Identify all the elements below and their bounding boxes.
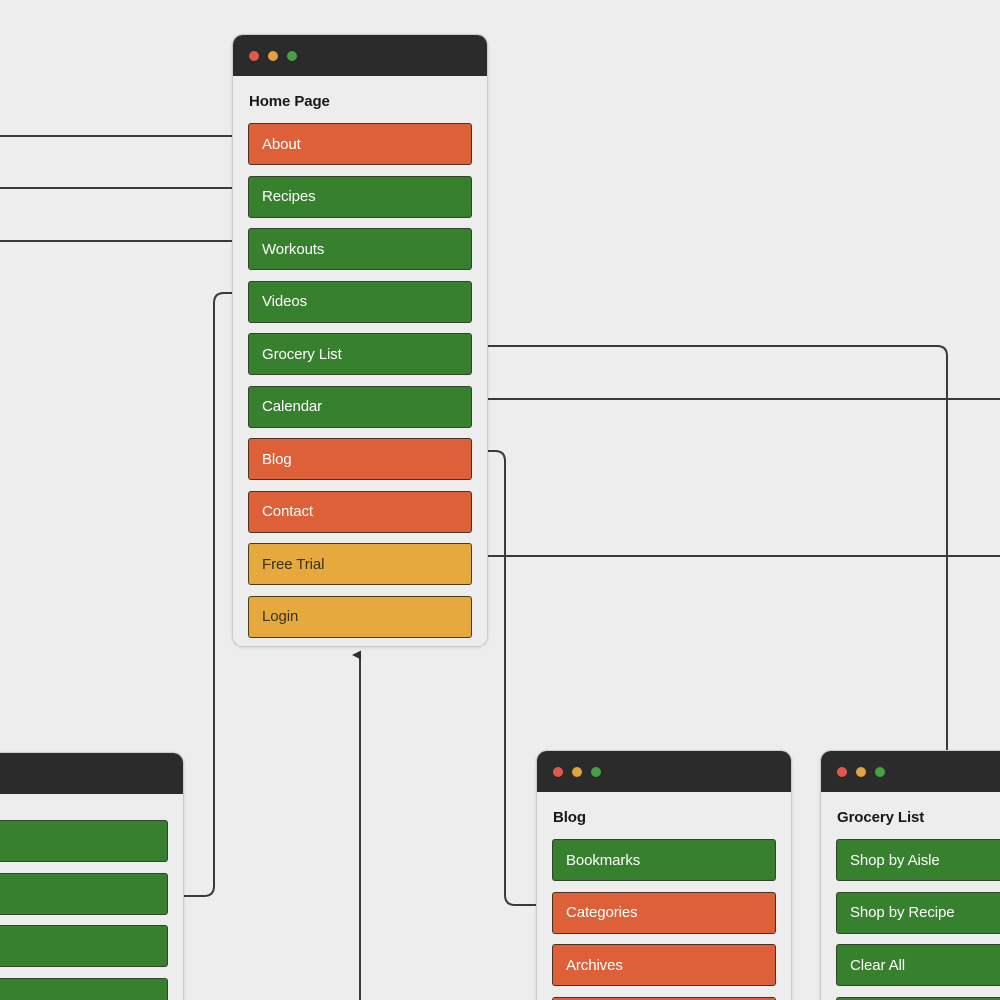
nav-row-label: Archives bbox=[566, 956, 623, 974]
nav-row-label: Bookmarks bbox=[566, 851, 641, 869]
maximize-dot-icon[interactable] bbox=[875, 766, 885, 777]
nav-row-label: Workouts bbox=[262, 240, 325, 258]
nav-row-watch-videos[interactable]: Watch Videos bbox=[0, 925, 168, 967]
nav-row-workouts[interactable]: Workouts bbox=[248, 228, 472, 270]
close-dot-icon[interactable] bbox=[837, 766, 847, 777]
window-videos[interactable]: FavoritesCategoriesWatch Videos bbox=[0, 752, 184, 1000]
maximize-dot-icon[interactable] bbox=[591, 766, 601, 777]
titlebar-blog[interactable] bbox=[537, 751, 791, 792]
nav-row-recipes[interactable]: Recipes bbox=[248, 175, 472, 218]
nav-row-label: Contact bbox=[262, 503, 313, 520]
nav-row-item-3[interactable] bbox=[0, 977, 168, 1000]
maximize-dot-icon[interactable] bbox=[287, 50, 297, 61]
nav-row-categories[interactable]: Categories bbox=[0, 872, 168, 915]
nav-row-calendar[interactable]: Calendar bbox=[248, 385, 472, 428]
nav-row-clear-all[interactable]: Clear All bbox=[836, 944, 1000, 986]
nav-row-login[interactable]: Login bbox=[248, 595, 472, 638]
nav-row-about[interactable]: About bbox=[248, 123, 472, 165]
nav-row-contact[interactable]: Contact bbox=[248, 490, 472, 533]
nav-row-label: Shop by Aisle bbox=[850, 851, 940, 869]
minimize-dot-icon[interactable] bbox=[268, 50, 278, 61]
titlebar-home-page[interactable] bbox=[233, 35, 487, 76]
nav-row-item-3[interactable] bbox=[552, 996, 776, 1000]
nav-row-archives[interactable]: Archives bbox=[552, 944, 776, 986]
page-title-grocery-list: Grocery List bbox=[837, 809, 925, 826]
minimize-dot-icon[interactable] bbox=[572, 766, 582, 777]
nav-row-item-3[interactable] bbox=[836, 996, 1000, 1000]
nav-row-free-trial[interactable]: Free Trial bbox=[248, 543, 472, 585]
nav-row-label: Recipes bbox=[262, 188, 316, 205]
nav-row-favorites[interactable]: Favorites bbox=[0, 820, 168, 862]
titlebar-grocery-list[interactable] bbox=[821, 751, 1000, 792]
window-body-videos: FavoritesCategoriesWatch Videos bbox=[0, 794, 183, 1000]
nav-row-label: Blog bbox=[262, 450, 292, 468]
titlebar-videos[interactable] bbox=[0, 753, 183, 794]
nav-row-label: About bbox=[262, 135, 301, 153]
row-list-videos: FavoritesCategoriesWatch Videos bbox=[0, 820, 168, 1000]
grocery-connector bbox=[471, 345, 948, 760]
nav-row-grocery-list[interactable]: Grocery List bbox=[248, 333, 472, 375]
nav-row-label: Grocery List bbox=[262, 345, 342, 363]
nav-row-shop-by-aisle[interactable]: Shop by Aisle bbox=[836, 839, 1000, 881]
nav-row-label: Categories bbox=[566, 904, 638, 921]
page-title-home-page: Home Page bbox=[249, 93, 330, 110]
minimize-dot-icon[interactable] bbox=[856, 766, 866, 777]
nav-row-label: Free Trial bbox=[262, 555, 325, 573]
nav-row-label: Clear All bbox=[850, 956, 905, 974]
nav-row-blog[interactable]: Blog bbox=[248, 438, 472, 480]
nav-row-videos[interactable]: Videos bbox=[248, 280, 472, 323]
nav-row-categories[interactable]: Categories bbox=[552, 891, 776, 934]
nav-row-label: Shop by Recipe bbox=[850, 904, 955, 921]
nav-row-bookmarks[interactable]: Bookmarks bbox=[552, 839, 776, 881]
close-dot-icon[interactable] bbox=[553, 766, 563, 777]
close-dot-icon[interactable] bbox=[249, 50, 259, 61]
nav-row-label: Login bbox=[262, 608, 299, 625]
nav-row-label: Calendar bbox=[262, 398, 323, 415]
nav-row-label: Videos bbox=[262, 293, 307, 310]
nav-row-shop-by-recipe[interactable]: Shop by Recipe bbox=[836, 891, 1000, 934]
page-title-blog: Blog bbox=[553, 809, 586, 826]
